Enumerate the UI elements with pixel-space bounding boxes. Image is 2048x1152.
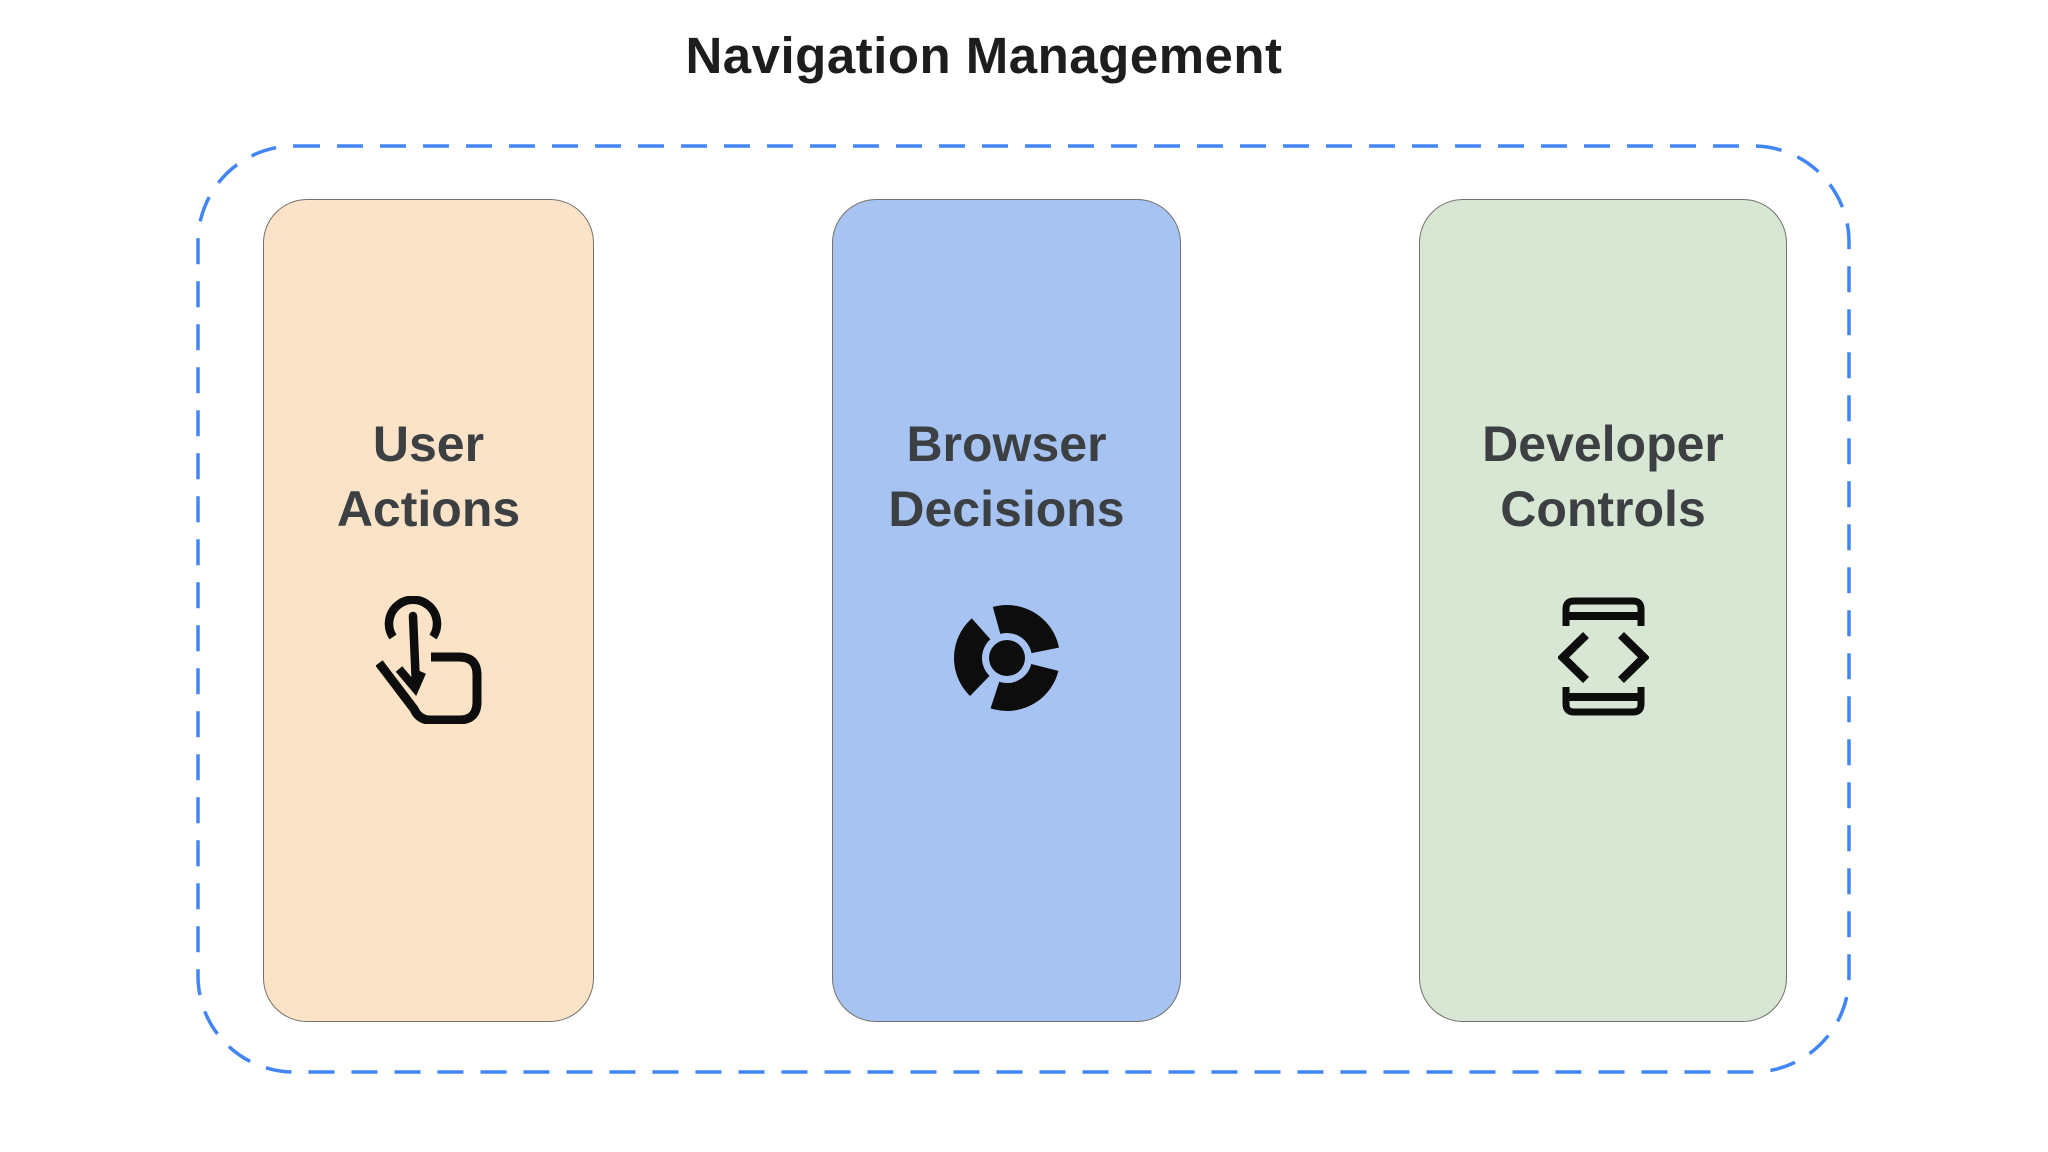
card-label: Browser Decisions [888,416,1125,537]
developer-code-icon [1557,596,1649,717]
touch-gesture-icon [375,596,482,724]
page-title: Navigation Management [685,27,1283,84]
card-label: User Actions [336,416,521,537]
chrome-browser-icon [953,604,1061,712]
card-user-actions: User Actions [263,199,594,1022]
card-developer-controls: Developer Controls [1419,199,1787,1022]
card-browser-decisions: Browser Decisions [832,199,1181,1022]
navigation-management-group: User Actions Browser Decisions [196,144,1851,1074]
card-label: Developer Controls [1482,416,1724,537]
